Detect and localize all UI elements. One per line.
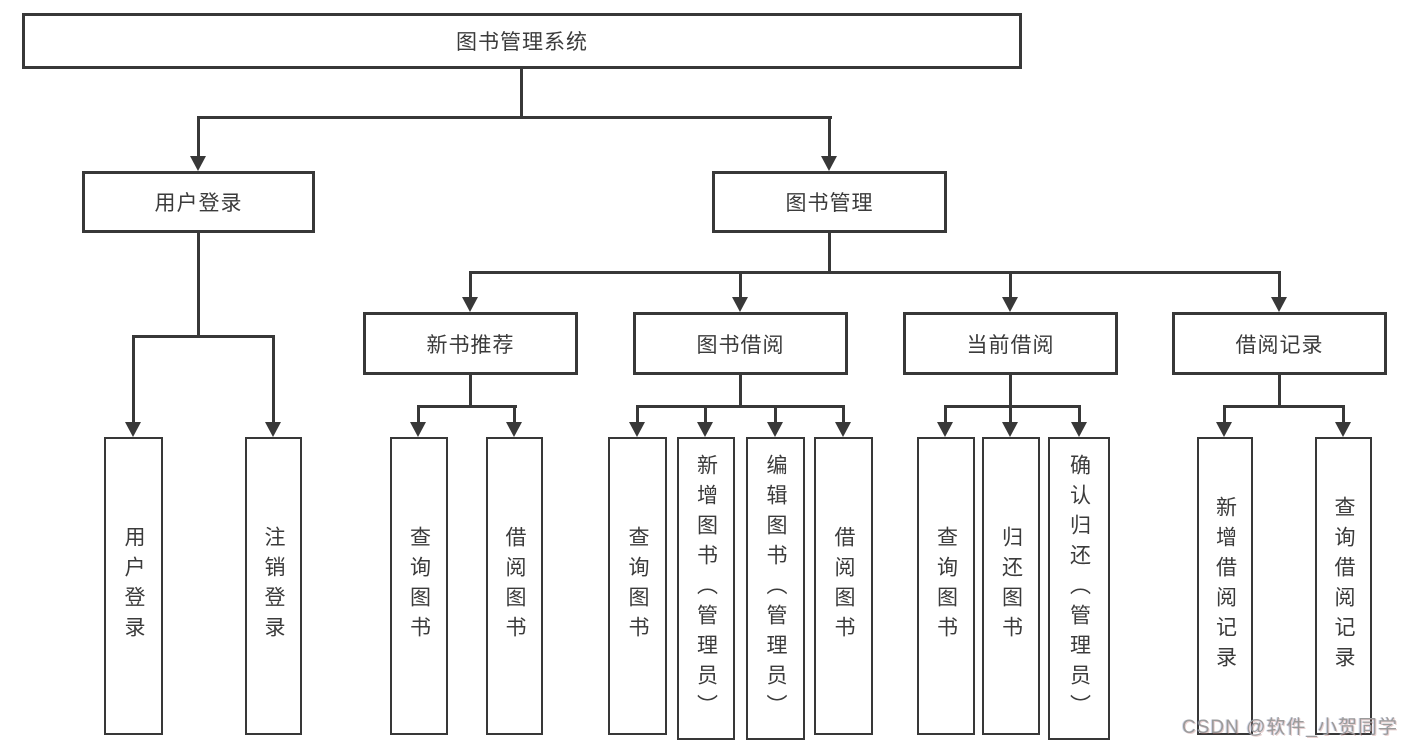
arrow-down-icon (821, 156, 837, 171)
arrow-down-icon (767, 422, 783, 437)
connector-line (469, 374, 472, 407)
node-label: 图书管理系统 (456, 31, 588, 54)
connector-line (1009, 405, 1012, 423)
connector-line (1223, 405, 1226, 423)
connector-line (1009, 271, 1012, 299)
node-user-login: 用户登录 (82, 171, 315, 233)
leaf-label: 查询图书 (407, 526, 431, 646)
node-label: 借阅记录 (1235, 333, 1324, 357)
node-current-borrowing: 当前借阅 (903, 312, 1118, 375)
connector-line (636, 405, 845, 408)
arrow-down-icon (410, 422, 426, 437)
node-borrowing-records: 借阅记录 (1172, 312, 1387, 375)
connector-line (132, 335, 275, 338)
leaf-label: 查询图书 (934, 526, 958, 646)
leaf-label: 注销登录 (262, 526, 285, 646)
leaf-label: 确认归还（管理员） (1067, 453, 1091, 724)
connector-line (1009, 374, 1012, 407)
leaf-query-books-borrowing: 查询图书 (608, 437, 667, 735)
leaf-label: 借阅图书 (832, 526, 855, 646)
leaf-borrow-books-recommend: 借阅图书 (486, 437, 543, 735)
arrow-down-icon (1271, 297, 1287, 312)
leaf-label: 新增图书（管理员） (694, 453, 718, 724)
leaf-user-login: 用户登录 (104, 437, 163, 735)
connector-line (417, 405, 517, 408)
leaf-label: 用户登录 (122, 526, 145, 646)
leaf-label: 查询图书 (626, 526, 649, 646)
leaf-label: 借阅图书 (503, 526, 526, 646)
connector-line (1342, 405, 1345, 423)
node-book-management: 图书管理 (712, 171, 947, 233)
arrow-down-icon (732, 297, 748, 312)
connector-line (828, 232, 831, 274)
node-label: 图书管理 (785, 192, 874, 215)
connector-line (636, 405, 639, 423)
leaf-label: 归还图书 (999, 526, 1023, 646)
leaf-query-books-recommend: 查询图书 (390, 437, 448, 735)
leaf-add-books-admin: 新增图书（管理员） (677, 437, 735, 740)
leaf-label: 编辑图书（管理员） (764, 453, 787, 724)
connector-line (704, 405, 707, 423)
connector-line (739, 271, 742, 299)
leaf-confirm-return-admin: 确认归还（管理员） (1048, 437, 1110, 740)
leaf-return-books: 归还图书 (982, 437, 1040, 735)
arrow-down-icon (629, 422, 645, 437)
arrow-down-icon (937, 422, 953, 437)
leaf-logout: 注销登录 (245, 437, 302, 735)
node-library-management-system: 图书管理系统 (22, 13, 1022, 69)
connector-line (469, 271, 1281, 274)
connector-line (513, 405, 516, 423)
connector-line (417, 405, 420, 423)
leaf-edit-books-admin: 编辑图书（管理员） (746, 437, 805, 740)
node-new-book-recommend: 新书推荐 (363, 312, 578, 375)
arrow-down-icon (125, 422, 141, 437)
connector-line (842, 405, 845, 423)
connector-line (272, 335, 275, 425)
arrow-down-icon (1335, 422, 1351, 437)
arrow-down-icon (835, 422, 851, 437)
csdn-watermark: CSDN @软件_小贺同学 (1182, 717, 1398, 738)
node-label: 新书推荐 (426, 333, 515, 357)
connector-line (774, 405, 777, 423)
connector-line (197, 116, 200, 158)
node-label: 用户登录 (154, 192, 243, 215)
connector-line (520, 68, 523, 118)
arrow-down-icon (1002, 422, 1018, 437)
arrow-down-icon (1071, 422, 1087, 437)
leaf-query-borrow-record: 查询借阅记录 (1315, 437, 1372, 735)
arrow-down-icon (265, 422, 281, 437)
arrow-down-icon (1216, 422, 1232, 437)
connector-line (1278, 271, 1281, 299)
connector-line (1078, 405, 1081, 423)
arrow-down-icon (697, 422, 713, 437)
connector-line (1278, 374, 1281, 407)
arrow-down-icon (506, 422, 522, 437)
connector-line (944, 405, 1081, 408)
node-label: 当前借阅 (966, 333, 1055, 357)
node-book-borrowing: 图书借阅 (633, 312, 848, 375)
connector-line (944, 405, 947, 423)
leaf-label: 查询借阅记录 (1332, 496, 1355, 676)
connector-line (197, 116, 832, 119)
connector-line (1223, 405, 1345, 408)
connector-line (739, 374, 742, 407)
arrow-down-icon (462, 297, 478, 312)
connector-line (469, 271, 472, 299)
leaf-add-borrow-record: 新增借阅记录 (1197, 437, 1253, 735)
connector-line (197, 232, 200, 337)
connector-line (132, 335, 135, 425)
node-label: 图书借阅 (696, 333, 785, 357)
leaf-borrow-books: 借阅图书 (814, 437, 873, 735)
arrow-down-icon (190, 156, 206, 171)
leaf-label: 新增借阅记录 (1213, 496, 1237, 676)
connector-line (828, 116, 831, 158)
arrow-down-icon (1002, 297, 1018, 312)
leaf-query-books-current: 查询图书 (917, 437, 975, 735)
